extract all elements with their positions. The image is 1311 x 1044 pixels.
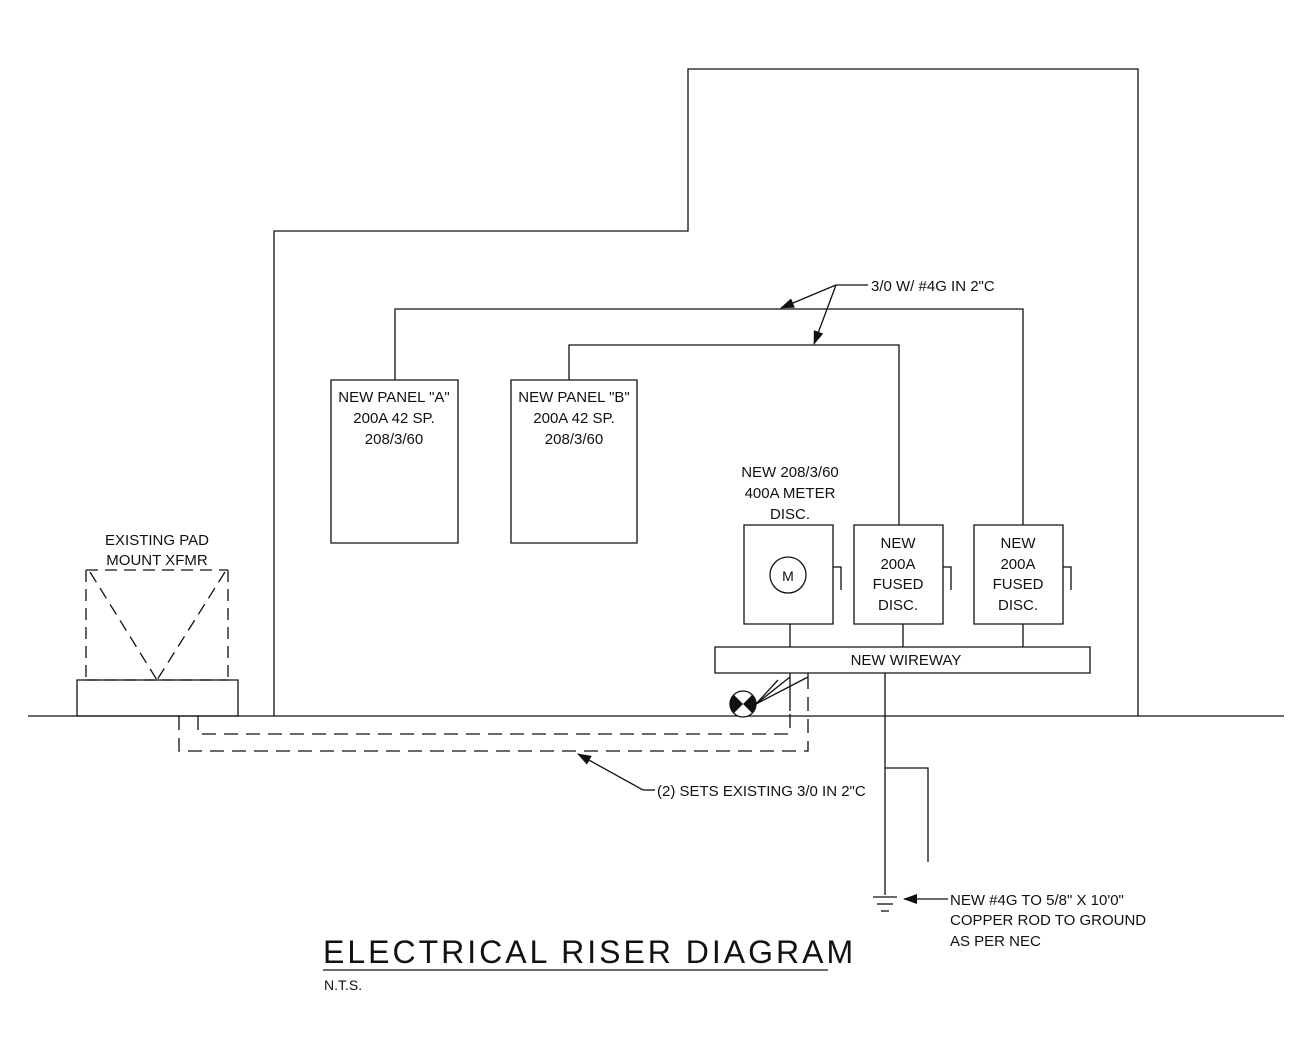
ground-branch bbox=[885, 768, 928, 862]
fused-disc-2-line4: DISC. bbox=[998, 597, 1038, 614]
feeder-callout: 3/0 W/ #4G IN 2"C bbox=[871, 278, 995, 295]
panel-a-line1: NEW PANEL "A" bbox=[338, 389, 450, 406]
fused-disc-1-line1: NEW bbox=[881, 535, 917, 552]
fused-disc-1-line4: DISC. bbox=[878, 597, 918, 614]
feeder-panel-b bbox=[569, 345, 899, 525]
fused-disc-2-line3: FUSED bbox=[993, 576, 1044, 593]
panel-b-line1: NEW PANEL "B" bbox=[518, 389, 630, 406]
fused-disc-1-box bbox=[854, 525, 943, 624]
disc-handle-icon bbox=[833, 567, 841, 590]
fused-disc-1-label: NEW 200A FUSED DISC. bbox=[873, 535, 924, 614]
panel-b-line2: 200A 42 SP. bbox=[533, 410, 614, 427]
meter-disconnect-box bbox=[744, 525, 833, 624]
fused-disc-2-line2: 200A bbox=[1000, 556, 1035, 573]
ground-icon bbox=[873, 897, 897, 911]
panel-b-box bbox=[511, 380, 637, 543]
diagram-title: ELECTRICAL RISER DIAGRAM bbox=[323, 934, 856, 970]
meter-line1: NEW 208/3/60 bbox=[741, 464, 839, 481]
underground-conduits bbox=[179, 677, 808, 751]
wireway-box bbox=[715, 647, 1090, 673]
meter-line2: 400A METER bbox=[745, 485, 836, 502]
fused-disc-1-line3: FUSED bbox=[873, 576, 924, 593]
conduit-seal-icon bbox=[730, 691, 756, 717]
transformer-label-line2: MOUNT XFMR bbox=[106, 552, 208, 569]
feeder-panel-a bbox=[395, 309, 1023, 525]
meter-symbol bbox=[770, 557, 806, 593]
disc-handle-icon bbox=[943, 567, 951, 590]
meter-label: NEW 208/3/60 400A METER DISC. M bbox=[741, 464, 839, 584]
meter-symbol-letter: M bbox=[782, 568, 794, 584]
panel-a-line3: 208/3/60 bbox=[365, 431, 423, 448]
ground-callout-line1: NEW #4G TO 5/8" X 10'0" bbox=[950, 892, 1124, 909]
panel-a-line2: 200A 42 SP. bbox=[353, 410, 434, 427]
fused-disc-2-box bbox=[974, 525, 1063, 624]
fused-disc-1-line2: 200A bbox=[880, 556, 915, 573]
transformer-label: EXISTING PAD MOUNT XFMR bbox=[105, 532, 209, 569]
transformer bbox=[77, 570, 238, 716]
panel-a-label: NEW PANEL "A" 200A 42 SP. 208/3/60 bbox=[338, 389, 450, 448]
fused-disc-2-line1: NEW bbox=[1001, 535, 1037, 552]
meter-line3: DISC. bbox=[770, 506, 810, 523]
building-outline bbox=[274, 69, 1138, 716]
transformer-label-line1: EXISTING PAD bbox=[105, 532, 209, 549]
disc-handle-icon bbox=[1063, 567, 1071, 590]
ground-callout-line3: AS PER NEC bbox=[950, 933, 1041, 950]
panel-b-line3: 208/3/60 bbox=[545, 431, 603, 448]
service-callout: (2) SETS EXISTING 3/0 IN 2"C bbox=[657, 783, 866, 800]
panel-b-label: NEW PANEL "B" 200A 42 SP. 208/3/60 bbox=[518, 389, 630, 448]
fused-disc-2-label: NEW 200A FUSED DISC. bbox=[993, 535, 1044, 614]
scale-note: N.T.S. bbox=[324, 977, 362, 993]
wireway-label: NEW WIREWAY bbox=[851, 652, 962, 669]
ground-callout-line2: COPPER ROD TO GROUND bbox=[950, 912, 1146, 929]
